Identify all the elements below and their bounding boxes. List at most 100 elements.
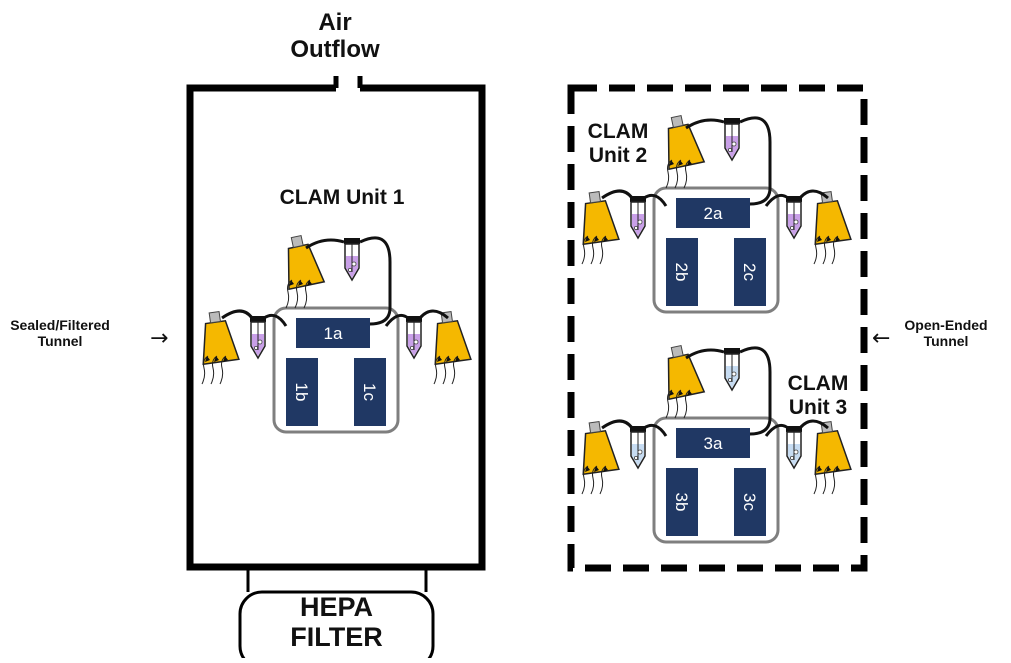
chamber-label-3b: 3b — [672, 493, 691, 512]
bottle-right-3-body — [814, 429, 852, 476]
bottle-top-2-air-0 — [665, 159, 673, 189]
bottle-left-2-air-0 — [581, 235, 589, 265]
bottle-top-2-air-2 — [683, 159, 691, 189]
chamber-1b — [286, 358, 318, 426]
bottle-right-3 — [814, 421, 852, 476]
bottle-left-3-air-0 — [581, 465, 589, 495]
bottle-top-2-air-1 — [674, 159, 682, 189]
tube-top-2-bubble2 — [728, 148, 733, 153]
bottle-top-1-air-head-1 — [298, 280, 303, 286]
bottle-right-2-air-head-0 — [817, 236, 822, 242]
chamber-3a — [676, 428, 750, 458]
bottle-left-3-body — [582, 429, 620, 476]
tube-left-1-cap — [250, 316, 266, 322]
chamber-label-3c: 3c — [740, 493, 759, 511]
bottle-left-3-nozzle — [588, 421, 602, 434]
tubing-right-b-1 — [384, 313, 409, 327]
tube-top-1-cap — [344, 238, 360, 244]
bottle-left-2-air-head-2 — [603, 236, 608, 242]
tubing-right-b-3 — [764, 423, 789, 437]
bottle-top-3-air-head-1 — [678, 390, 683, 396]
bottle-top-2-nozzle — [670, 114, 684, 129]
tube-top-2-cap — [724, 118, 740, 124]
bottle-top-2 — [667, 114, 706, 171]
bottle-top-3-air-2 — [683, 389, 691, 419]
bottle-right-2-body — [814, 199, 852, 246]
bottle-right-1-air-head-0 — [437, 356, 442, 362]
tubing-top-b-1 — [359, 236, 392, 326]
chamber-2a — [676, 198, 750, 228]
sealed-tunnel-label: Sealed/Filtered Tunnel — [10, 317, 110, 349]
unit1-label: CLAM Unit 1 — [279, 186, 405, 209]
cage-2 — [652, 186, 780, 314]
chamber-3c — [734, 468, 766, 536]
bottle-left-3-air-head-0 — [585, 466, 590, 472]
tube-left-1-bubble — [257, 339, 263, 345]
chamber-2c — [734, 238, 766, 306]
tubing-top-a-3 — [685, 348, 725, 360]
tube-right-3-cap — [786, 426, 802, 432]
tube-left-2-bubble — [637, 219, 643, 225]
tube-left-3-cap — [630, 426, 646, 432]
clam-unit-3: 3a 3b 3c — [581, 344, 852, 544]
bottle-left-3-air-head-2 — [603, 466, 608, 472]
bottle-left-1-air-head-1 — [214, 356, 219, 362]
chamber-label-3a: 3a — [704, 434, 723, 453]
tubing-right-a-1 — [418, 309, 449, 320]
bottle-top-3-nozzle — [670, 344, 684, 359]
tube-left-3-bubble — [637, 449, 643, 455]
bottle-left-1-air-1 — [210, 355, 218, 385]
bottle-left-1-air-0 — [201, 355, 209, 385]
tube-right-1-cap — [406, 316, 422, 322]
unit2-label: CLAM Unit 2 — [587, 120, 649, 167]
chamber-3b — [666, 468, 698, 536]
tubing-left-a-3 — [601, 419, 634, 430]
chamber-label-2b: 2b — [672, 263, 691, 282]
bottle-right-1-air-0 — [433, 355, 441, 385]
cage-1 — [272, 306, 400, 434]
tube-left-1-bubble2 — [253, 346, 258, 351]
bottle-top-2-body — [667, 123, 706, 171]
bottle-right-3-air-0 — [813, 465, 821, 495]
tube-top-3-bubble — [731, 371, 737, 377]
bottle-top-2-air-head-0 — [669, 160, 674, 166]
tube-top-2-bubble — [731, 141, 737, 147]
bottle-left-2-air-head-1 — [594, 236, 599, 242]
bottle-left-2-nozzle — [588, 191, 602, 204]
open-tunnel-label: Open-Ended Tunnel — [904, 317, 988, 349]
tube-right-1-bubble — [413, 339, 419, 345]
tube-top-1-bubble — [351, 261, 357, 267]
tubing-top-a-1 — [305, 238, 345, 250]
cage-3 — [652, 416, 780, 544]
tube-left-3-bubble2 — [633, 456, 638, 461]
tube-top-1-bubble2 — [348, 268, 353, 273]
chamber-label-1b: 1b — [292, 383, 311, 402]
chamber-label-1c: 1c — [360, 383, 379, 401]
tube-right-3-bubble — [793, 449, 799, 455]
tubing-top-b-2 — [739, 116, 772, 206]
unit3-label: CLAM Unit 3 — [787, 372, 849, 419]
bottle-right-3-air-head-2 — [835, 466, 840, 472]
bottle-top-3-air-1 — [674, 389, 682, 419]
bottle-right-2-air-head-1 — [826, 236, 831, 242]
bottle-left-1-air-2 — [219, 355, 227, 385]
bottle-left-3-air-head-1 — [594, 466, 599, 472]
bottle-left-1-body — [202, 319, 240, 366]
bottle-top-1-air-2 — [303, 279, 311, 309]
bottle-right-1-air-head-1 — [446, 356, 451, 362]
tubing-left-b-1 — [263, 313, 288, 327]
bottle-top-3 — [667, 344, 706, 401]
bottle-top-3-air-head-2 — [687, 390, 692, 396]
hepa-filter-label: HEPA FILTER — [290, 592, 383, 653]
tube-right-1-bubble2 — [409, 346, 414, 351]
open-tunnel-arrow: ← — [872, 326, 891, 351]
hepa-filter-box — [238, 590, 435, 663]
bottle-right-2-air-2 — [831, 235, 839, 265]
bottle-right-1 — [434, 311, 472, 366]
bottle-left-3-air-2 — [599, 465, 607, 495]
chamber-label-2a: 2a — [704, 204, 723, 223]
sealed-enclosure — [186, 84, 486, 571]
bottle-right-2-air-1 — [822, 235, 830, 265]
